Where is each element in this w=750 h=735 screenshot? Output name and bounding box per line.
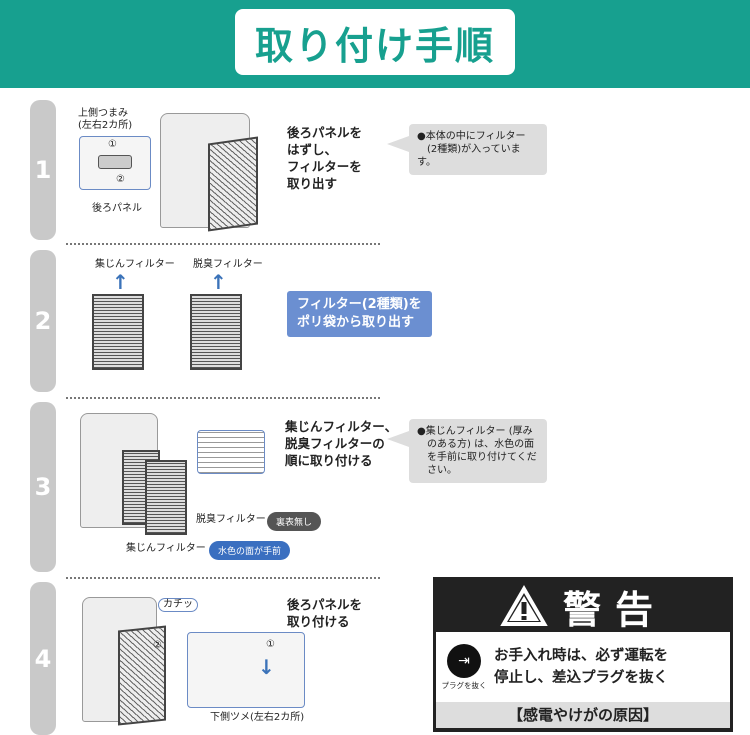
divider (66, 397, 380, 399)
circle-1: ① (266, 639, 275, 650)
knob-sub-label: (左右2カ所) (78, 120, 133, 131)
unplug-symbol: ⇥ プラグを抜く (441, 643, 487, 691)
no-front-back-badge: 裏表無し (267, 512, 322, 531)
divider (66, 577, 380, 579)
step-3-instruction: 集じんフィルター、 脱臭フィルターの 順に取り付ける (285, 419, 398, 468)
unplug-icon: ⇥ (447, 643, 481, 678)
deodor-filter-label: 脱臭フィルター (196, 514, 266, 525)
filter-detail-illustration (197, 430, 265, 474)
dust-filter-label: 集じんフィルター (95, 259, 175, 270)
page-title: 取り付け手順 (254, 23, 495, 68)
circle-1: ① (108, 139, 117, 150)
divider (66, 243, 380, 245)
blue-side-front-badge: 水色の面が手前 (209, 541, 291, 560)
down-arrow-icon: ↓ (258, 655, 275, 679)
step-number-1: 1 (30, 100, 56, 240)
circle-2: ② (116, 174, 125, 185)
unplug-label: プラグを抜く (441, 680, 487, 690)
step-2-instruction: フィルター(2種類)を ポリ袋から取り出す (287, 291, 432, 337)
step-1-note: ●本体の中にフィルター (2種類)が入っています。 (387, 124, 547, 175)
step-3-note: ●集じんフィルター (厚み のある方) は、水色の面 を手前に取り付けてくだ さ… (387, 419, 547, 483)
warning-text: お手入れ時は、必ず運転を 停止し、差込プラグを抜く (494, 648, 668, 686)
warning-title: 警告 (562, 587, 667, 632)
step-4-instruction: 後ろパネルを 取り付ける (287, 597, 363, 629)
knob-label: 上側つまみ (78, 108, 128, 119)
warning-footer: 【感電やけがの原因】 (436, 702, 730, 728)
knob-shape (98, 155, 132, 169)
step-number-4: 4 (30, 582, 56, 735)
knob-detail-illustration: ① ② (79, 136, 151, 190)
title-box: 取り付け手順 (235, 9, 515, 75)
header-banner: 取り付け手順 (0, 0, 750, 88)
step-number-3: 3 (30, 402, 56, 572)
circle-2: ② (153, 640, 162, 651)
deodor-filter-label: 脱臭フィルター (193, 259, 263, 270)
step-number-2: 2 (30, 250, 56, 392)
bottom-claw-label: 下側ツメ(左右2カ所) (210, 712, 305, 723)
bottom-claw-detail-illustration: ① ↓ (187, 632, 305, 708)
up-arrow-icon: ↑ (210, 270, 227, 294)
dust-filter-label: 集じんフィルター (126, 543, 206, 554)
back-panel-illustration (208, 136, 258, 232)
step-1-instruction: 後ろパネルを はずし、 フィルターを 取り出す (287, 125, 363, 191)
panel-label: 後ろパネル (92, 203, 142, 214)
up-arrow-icon: ↑ (112, 270, 129, 294)
warning-triangle-icon (500, 585, 548, 626)
warning-box: 警告 ⇥ プラグを抜く お手入れ時は、必ず運転を 停止し、差込プラグを抜く 【感… (433, 577, 733, 732)
dust-filter-illustration (92, 294, 144, 370)
deodor-filter-illustration (190, 294, 242, 370)
click-label: カチッ (158, 598, 198, 612)
deodor-filter-illustration (145, 460, 187, 535)
